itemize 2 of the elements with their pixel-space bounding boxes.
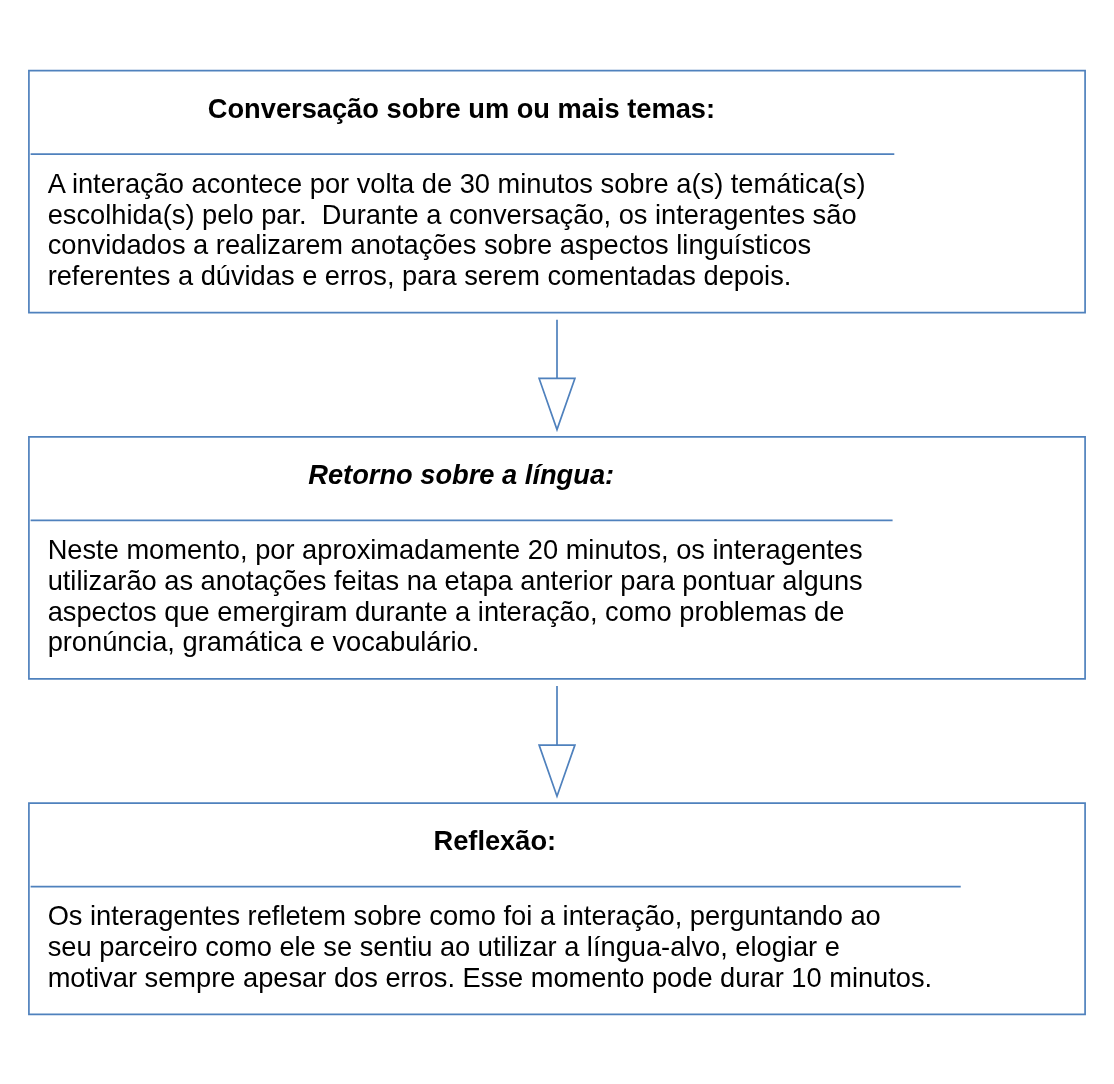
arrow (537, 318, 577, 432)
arrow (537, 684, 577, 799)
